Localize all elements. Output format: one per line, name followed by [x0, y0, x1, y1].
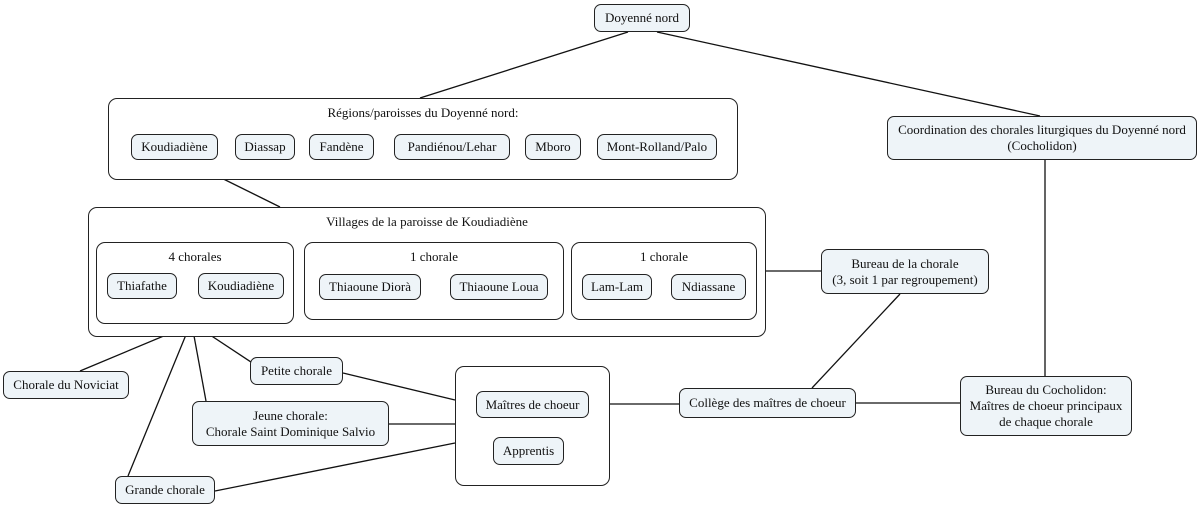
apprentis-node: Apprentis — [493, 437, 564, 465]
region-mboro: Mboro — [525, 134, 581, 160]
link-bureau-college — [811, 293, 901, 389]
villages-title: Villages de la paroisse de Koudiadiène — [326, 214, 528, 229]
link-root-coordination — [656, 31, 1041, 117]
region-pandienou-lehar: Pandiénou/Lehar — [394, 134, 510, 160]
maitres-de-choeur-node: Maîtres de choeur — [476, 391, 589, 418]
village-thiafathe: Thiafathe — [107, 273, 177, 299]
link-village-grande — [127, 324, 191, 477]
regions-title: Régions/paroisses du Doyenné nord: — [327, 105, 519, 120]
link-grande-maitres — [214, 442, 456, 492]
village-group-1-title: 4 chorales — [168, 249, 222, 264]
petite-chorale-node: Petite chorale — [250, 357, 343, 385]
root-node: Doyenné nord — [594, 4, 690, 32]
link-root-regions — [419, 31, 629, 99]
coordination-node: Coordination des chorales liturgiques du… — [887, 116, 1197, 160]
village-thiaoune-loua: Thiaoune Loua — [450, 274, 548, 300]
grande-chorale-node: Grande chorale — [115, 476, 215, 504]
village-group-2-title: 1 chorale — [409, 249, 458, 264]
link-petite-maitres — [342, 372, 456, 401]
region-mont-rolland-palo: Mont-Rolland/Palo — [597, 134, 717, 160]
jeune-chorale-node: Jeune chorale: Chorale Saint Dominique S… — [192, 401, 389, 446]
region-diassap: Diassap — [235, 134, 295, 160]
college-node: Collège des maîtres de choeur — [679, 388, 856, 418]
bureau-chorale-node: Bureau de la chorale (3, soit 1 par regr… — [821, 249, 989, 294]
region-koudiadiene: Koudiadiène — [131, 134, 218, 160]
chorale-noviciat-node: Chorale du Noviciat — [3, 371, 129, 399]
village-ndiassane: Ndiassane — [671, 274, 746, 300]
region-fandene: Fandène — [309, 134, 374, 160]
village-koudiadiene: Koudiadiène — [198, 273, 284, 299]
village-lam-lam: Lam-Lam — [582, 274, 652, 300]
maitres-group — [455, 366, 610, 486]
village-thiaoune-diora: Thiaoune Diorà — [319, 274, 421, 300]
village-group-3-title: 1 chorale — [639, 249, 688, 264]
link-village-jeune — [191, 324, 207, 402]
bureau-cocholidon-node: Bureau du Cocholidon: Maîtres de choeur … — [960, 376, 1132, 436]
